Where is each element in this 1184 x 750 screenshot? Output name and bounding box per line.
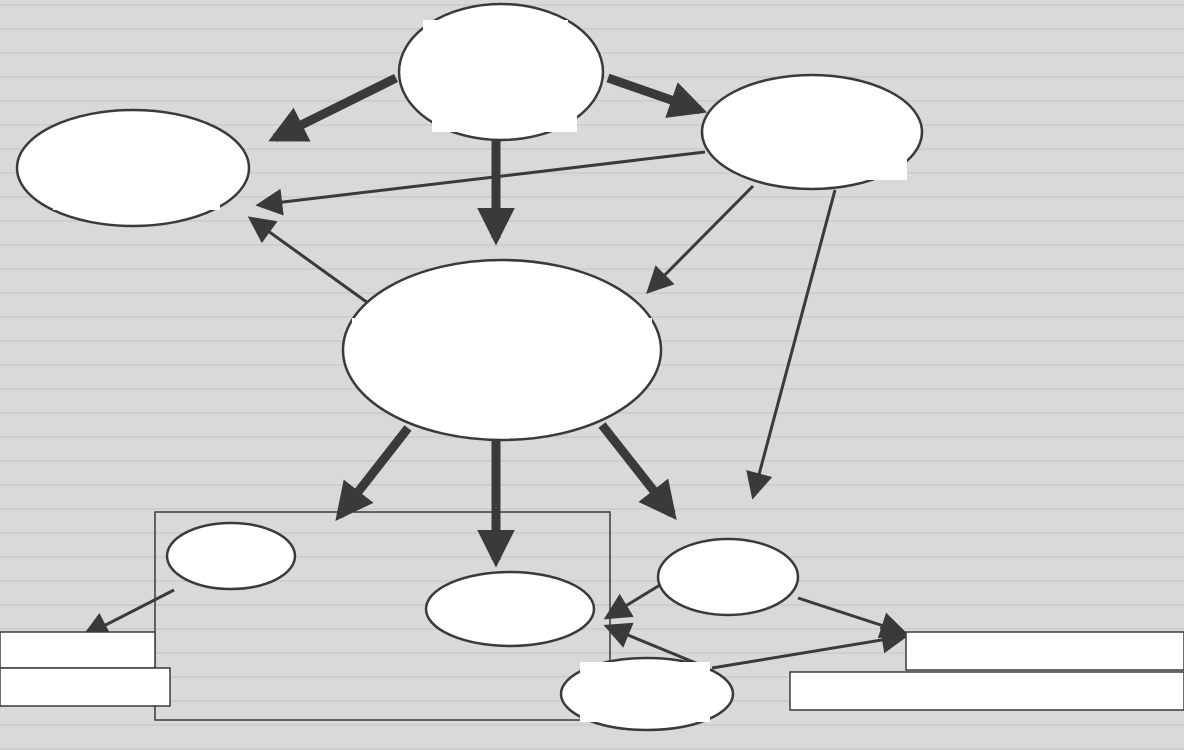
node-bottom-right	[656, 537, 800, 617]
box-left-1	[0, 631, 156, 669]
edge-center-to-left	[247, 216, 369, 305]
box-right	[905, 631, 1184, 671]
edge-small-to-box-left	[81, 588, 175, 638]
edge-right-to-bottom-right	[746, 189, 837, 500]
label-boxes	[0, 631, 1184, 711]
node-top	[397, 2, 605, 142]
node-center	[341, 258, 663, 442]
edge-bottom-right-lower-to-box-right	[711, 626, 909, 670]
box-right-2	[789, 671, 1184, 711]
node-bottom-right-lower	[559, 656, 735, 732]
edge-center-to-bottom-right	[598, 422, 677, 520]
edge-center-to-bottom-left-small	[335, 425, 412, 521]
box-left-2	[0, 667, 171, 707]
node-right	[700, 73, 924, 191]
edge-right-to-left	[255, 150, 706, 216]
edge-bottom-right-to-box-right	[797, 596, 908, 639]
node-bottom-center	[424, 570, 596, 648]
edge-top-to-right	[606, 73, 708, 118]
edge-bottom-right-lower-to-bottom-center	[603, 622, 709, 670]
edge-bottom-right-to-bottom-center	[603, 583, 661, 620]
node-left	[15, 108, 251, 228]
nodes	[15, 2, 924, 732]
edge-right-to-center	[646, 184, 755, 294]
edges	[81, 73, 909, 670]
edge-top-to-left	[268, 73, 398, 143]
node-bottom-left-small	[165, 521, 297, 591]
bottom-right-frame	[600, 540, 610, 541]
